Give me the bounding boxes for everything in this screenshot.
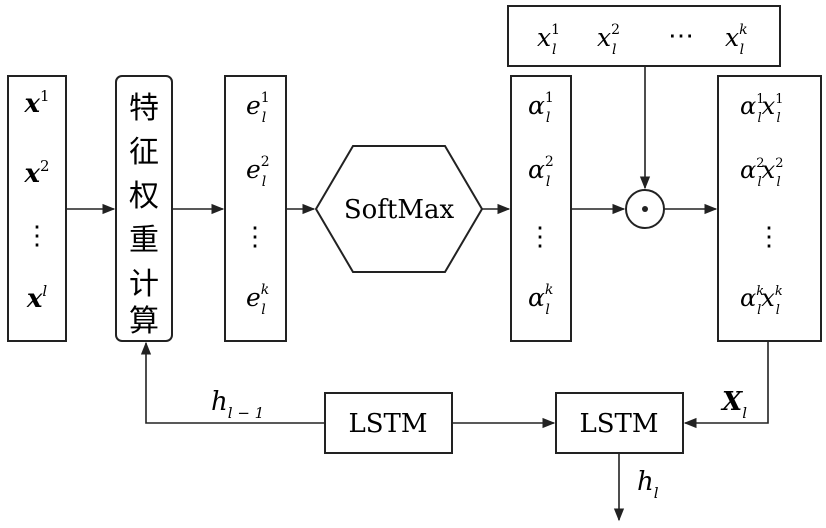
alpha-item-dots: ⋮: [527, 222, 553, 252]
product-dot: [642, 206, 648, 212]
input-item-2: x2: [23, 157, 49, 189]
lstm-left-label: LSTM: [348, 409, 427, 439]
input-item-l: xl: [26, 282, 48, 314]
lstm-right-label: LSTM: [579, 409, 658, 439]
arrow-weighted-to-lstm: [683, 341, 769, 429]
feature-char-1: 特: [129, 91, 159, 126]
input-item-1: x1: [23, 87, 49, 119]
feature-char-5: 计: [129, 267, 159, 302]
h-out-label: hl: [637, 467, 659, 502]
X-label: Xl: [720, 387, 747, 422]
weighted-box: [717, 75, 822, 342]
feature-char-4: 重: [129, 223, 159, 258]
weighted-item-dots: ⋮: [756, 222, 782, 252]
feature-char-6: 算: [129, 304, 159, 339]
top-item-dots: ⋯: [668, 21, 694, 51]
softmax-label: SoftMax: [344, 195, 455, 225]
arrow-lstm-to-feature: [140, 341, 325, 424]
energy-item-dots: ⋮: [242, 222, 268, 252]
feature-char-3: 权: [129, 179, 159, 214]
feature-char-2: 征: [129, 135, 159, 170]
input-item-dots: ⋮: [24, 221, 50, 251]
h-prev-label: hl − 1: [211, 387, 264, 422]
top-input-box: [507, 5, 781, 67]
